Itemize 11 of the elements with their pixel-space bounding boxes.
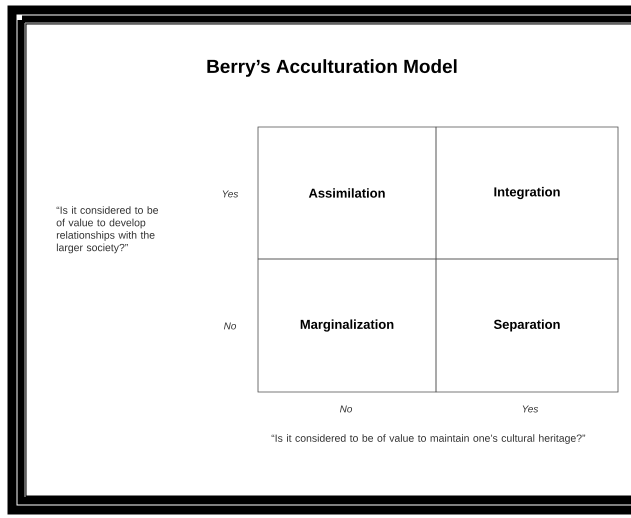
axis-label: No [224, 322, 236, 330]
title: Berry’s Acculturation Model [207, 59, 457, 77]
axis-label: Yes [522, 406, 538, 412]
grid-cell: Marginalization [258, 258, 436, 392]
question-text: “Is it considered to be of value to maintain one’s cultural heritage?” [272, 434, 586, 444]
grid-cell: Separation [436, 258, 618, 392]
axis-label: Yes [222, 190, 238, 198]
grid-cell: Assimilation [258, 126, 436, 260]
grid-cell: Integration [436, 126, 618, 260]
question-text: “Is it considered to be of value to develop relationships with the larger society?” [56, 206, 158, 254]
axis-label: No [340, 406, 352, 412]
